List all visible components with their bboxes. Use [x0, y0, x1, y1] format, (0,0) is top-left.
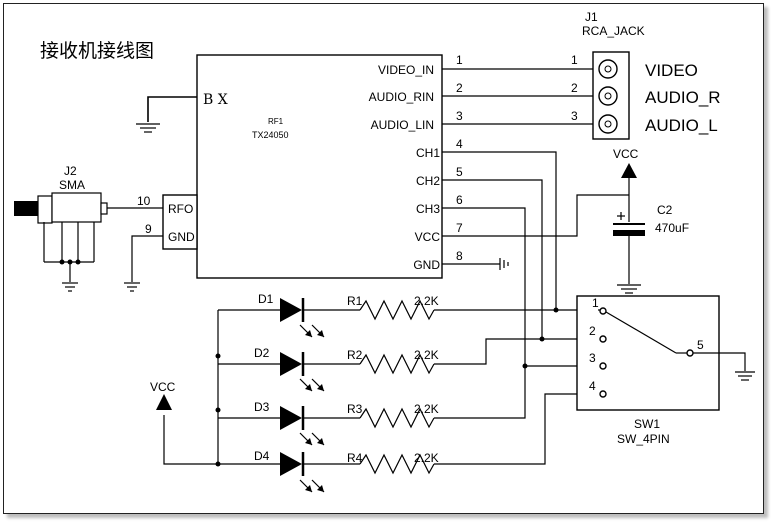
jack-label-audio-r: AUDIO_R: [645, 88, 721, 107]
pin-num-5: 5: [456, 165, 463, 179]
pin-num-10: 10: [137, 194, 151, 208]
resistor-ref-r2: R2: [347, 348, 363, 362]
pin-name-vcc: VCC: [415, 230, 441, 244]
resistor-ref-r1: R1: [347, 294, 363, 308]
jack-label-video: VIDEO: [645, 61, 698, 80]
switch-sw1: 1 2 3 4 5 SW1 SW_4PIN: [576, 295, 755, 446]
pin-name-gnd-left: GND: [168, 230, 195, 244]
switch-pin-4: 4: [589, 379, 596, 393]
jack-ref: J1: [585, 10, 598, 24]
led-ref-d3: D3: [254, 400, 270, 414]
resistor-ref-r3: R3: [347, 402, 363, 416]
rca-jack: J1 RCA_JACK 1 2 3 VIDEO AUDIO_R AUDIO_L: [571, 10, 721, 140]
pin-name-ch1: CH1: [416, 146, 440, 160]
jack-label-audio-l: AUDIO_L: [645, 116, 718, 135]
resistor-value-r3: 2.2K: [414, 402, 439, 416]
led-row-4: D4 R4 2.2K: [254, 393, 598, 493]
pin-num-2: 2: [456, 81, 463, 95]
switch-pin-2: 2: [589, 324, 596, 338]
led-row-1: D1 R1 2.2K: [218, 292, 598, 338]
switch-pin-5: 5: [697, 338, 704, 352]
pin-num-9: 9: [145, 222, 152, 236]
resistor-ref-r4: R4: [347, 451, 363, 465]
led-ref-d4: D4: [254, 449, 270, 463]
sma-ref: J2: [64, 164, 77, 178]
pin-num-7: 7: [456, 221, 463, 235]
pin-num-8: 8: [456, 249, 463, 263]
pin-name-rfo: RFO: [168, 202, 193, 216]
module-pin-wires: [442, 68, 629, 366]
led-bus: VCC: [150, 310, 280, 467]
pin-num-6: 6: [456, 193, 463, 207]
capacitor-c2: VCC C2 470uF: [613, 147, 689, 294]
module-ref: RF1: [268, 117, 284, 126]
led-ref-d1: D1: [258, 292, 274, 306]
pin-name-audio-lin: AUDIO_LIN: [371, 118, 434, 132]
cap-ref: C2: [657, 203, 673, 217]
pin-num-1: 1: [456, 53, 463, 67]
jack-pin-2: 2: [571, 81, 578, 95]
pin-num-3: 3: [456, 109, 463, 123]
pin-name-video-in: VIDEO_IN: [378, 63, 434, 77]
led-row-3: D3 R3 2.2K: [218, 363, 598, 446]
led-row-2: D2 R2 2.2K: [218, 336, 598, 392]
pin-num-4: 4: [456, 137, 463, 151]
resistor-value-r1: 2.2K: [414, 294, 439, 308]
switch-pin-1: 1: [592, 296, 599, 310]
resistor-value-r4: 2.2K: [414, 451, 439, 465]
cap-value: 470uF: [655, 221, 689, 235]
jack-pin-3: 3: [571, 109, 578, 123]
jack-name: RCA_JACK: [582, 24, 645, 38]
vcc-label-left: VCC: [150, 380, 176, 394]
switch-pin-3: 3: [589, 351, 596, 365]
pin-name-audio-rin: AUDIO_RIN: [369, 90, 434, 104]
switch-name: SW_4PIN: [617, 432, 670, 446]
pin-name-gnd: GND: [413, 258, 440, 272]
module-ground-connection: [136, 96, 197, 133]
pin-name-ch2: CH2: [416, 174, 440, 188]
antenna-label: B X: [203, 92, 228, 108]
sma-name: SMA: [59, 178, 85, 192]
jack-pin-1: 1: [571, 53, 578, 67]
led-ref-d2: D2: [254, 346, 270, 360]
diagram-title: 接收机接线图: [40, 40, 154, 62]
vcc-arrow-top: [621, 163, 637, 178]
pin-name-ch3: CH3: [416, 202, 440, 216]
resistor-value-r2: 2.2K: [414, 348, 439, 362]
vcc-arrow-left: [156, 394, 172, 410]
module-part: TX24050: [252, 130, 289, 140]
switch-ref: SW1: [634, 417, 660, 431]
vcc-label-top: VCC: [613, 147, 639, 161]
sma-connector: J2 SMA: [14, 164, 163, 292]
rf-module: RF1 TX24050 B X VIDEO_IN AUDIO_RIN AUDIO…: [137, 53, 463, 279]
